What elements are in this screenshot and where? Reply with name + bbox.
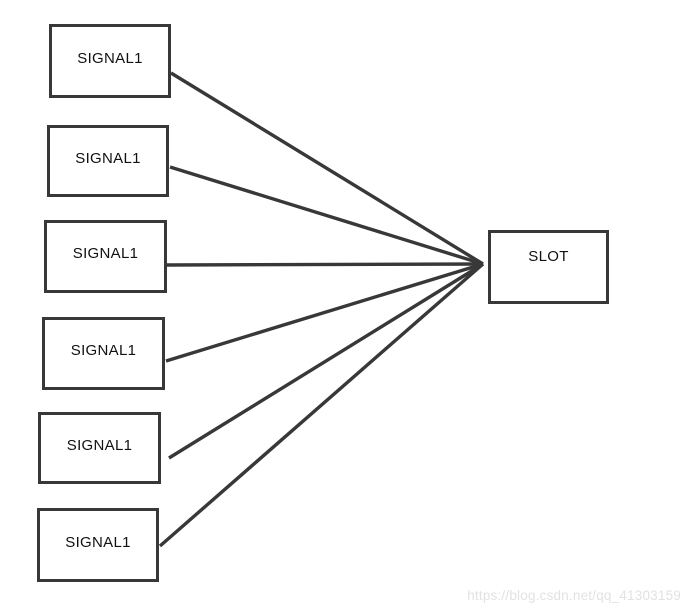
connector-line-signal1-5-to-slot xyxy=(168,262,484,460)
diagram-node-signal1-6[interactable]: SIGNAL1 xyxy=(37,508,159,582)
diagram-node-signal1-5[interactable]: SIGNAL1 xyxy=(38,412,161,484)
connector-line-signal1-6-to-slot xyxy=(158,262,485,548)
diagram-node-slot[interactable]: SLOT xyxy=(488,230,609,304)
node-label: SLOT xyxy=(528,247,569,265)
connector-line-signal1-1-to-slot xyxy=(170,71,484,266)
diagram-node-signal1-3[interactable]: SIGNAL1 xyxy=(44,220,167,293)
node-label: SIGNAL1 xyxy=(75,149,141,167)
node-label: SIGNAL1 xyxy=(66,436,133,454)
watermark: https://blog.csdn.net/qq_41303159 xyxy=(467,588,681,603)
diagram-node-signal1-2[interactable]: SIGNAL1 xyxy=(47,125,169,197)
node-label: SIGNAL1 xyxy=(72,245,139,262)
connector-line-signal1-4-to-slot xyxy=(165,262,484,363)
diagram-node-signal1-1[interactable]: SIGNAL1 xyxy=(49,24,171,98)
node-label: SIGNAL1 xyxy=(77,49,143,67)
node-label: SIGNAL1 xyxy=(70,342,137,359)
diagram-node-signal1-4[interactable]: SIGNAL1 xyxy=(42,317,165,390)
connector-line-signal1-3-to-slot xyxy=(166,262,484,267)
node-label: SIGNAL1 xyxy=(65,533,131,551)
connector-line-signal1-2-to-slot xyxy=(169,165,484,266)
